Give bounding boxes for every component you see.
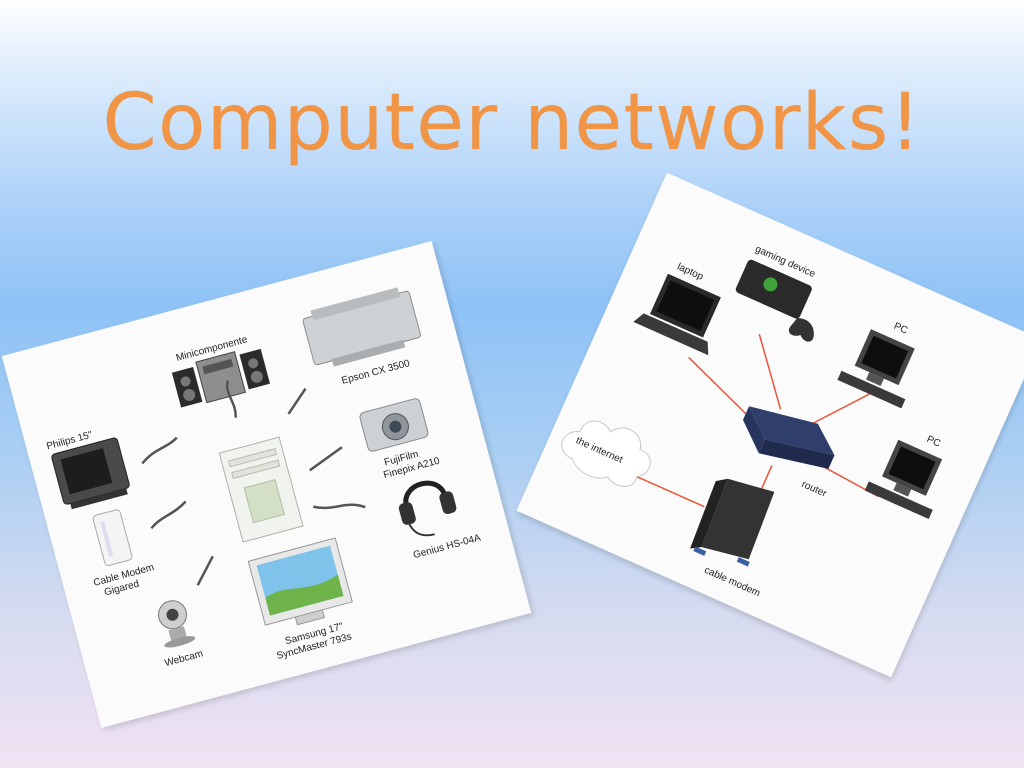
headset-icon xyxy=(398,480,457,537)
desktop-pc-icon xyxy=(837,329,915,409)
connection-lines xyxy=(635,333,879,508)
webcam-icon xyxy=(158,600,196,648)
cloud-icon xyxy=(561,420,651,487)
label-epson: Epson CX 3500 xyxy=(340,358,411,387)
crt-monitor-icon xyxy=(51,437,130,510)
label-webcam: Webcam xyxy=(164,648,205,669)
desktop-pc-icon xyxy=(864,439,943,520)
stereo-system-icon xyxy=(171,348,271,408)
network-diagram: gaming device laptop PC PC xyxy=(561,244,943,599)
peripherals-diagram: Minicomponente Philips 15" Epson CX 3500 xyxy=(45,287,482,669)
slide-title: Computer networks! xyxy=(102,78,922,168)
router-icon xyxy=(742,406,835,469)
laptop-icon xyxy=(633,273,721,356)
camera-icon xyxy=(359,398,429,452)
lcd-monitor-icon xyxy=(247,537,353,626)
label-router: router xyxy=(800,479,829,500)
label-pc-right: PC xyxy=(925,434,942,450)
peripherals-diagram-card: Minicomponente Philips 15" Epson CX 3500 xyxy=(1,240,532,729)
network-diagram-card: gaming device laptop PC PC xyxy=(516,172,1024,678)
label-pc-top: PC xyxy=(892,321,909,337)
game-console-icon xyxy=(735,259,814,342)
cable-modem-icon xyxy=(92,509,133,567)
cable-icon xyxy=(141,380,366,586)
cable-modem-icon xyxy=(690,478,775,567)
label-cable-modem: cable modem xyxy=(702,565,761,599)
printer-icon xyxy=(302,287,421,367)
pc-tower-icon xyxy=(218,436,304,543)
label-genius: Genius HS-04A xyxy=(412,533,482,562)
